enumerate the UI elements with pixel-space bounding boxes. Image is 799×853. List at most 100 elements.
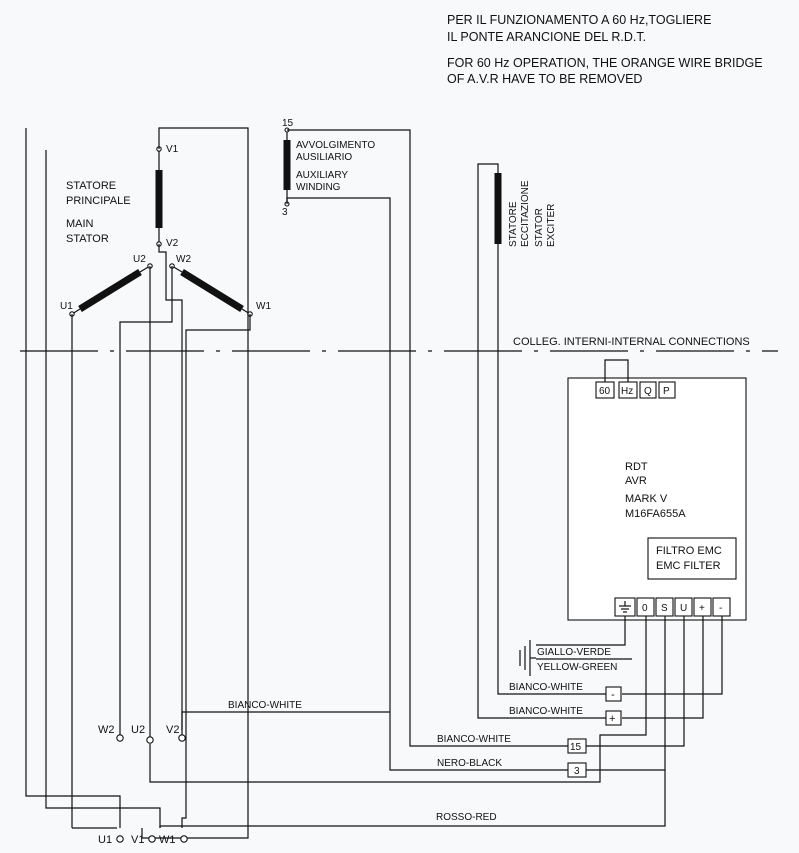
wire-label-rosso: ROSSO-RED bbox=[436, 812, 497, 823]
terminal-p-label: P bbox=[663, 386, 670, 397]
u2-terminal bbox=[146, 736, 154, 744]
aux-15-wire bbox=[287, 129, 568, 747]
tag-15 bbox=[567, 738, 587, 754]
terminal-minus-label: - bbox=[719, 603, 722, 614]
avr-top-terminals: 60 Hz Q P bbox=[595, 381, 676, 399]
v1-output-label: V1 bbox=[131, 834, 144, 846]
v1-output-terminal bbox=[148, 835, 156, 843]
avr-box bbox=[567, 377, 747, 621]
aux-label-it-1: AVVOLGIMENTO bbox=[296, 140, 375, 151]
emc-filter-line1: FILTRO EMC bbox=[656, 545, 722, 557]
avr-unit: 60 Hz Q P RDT AVR MARK V M16FA655A FILTR… bbox=[567, 359, 747, 621]
wire-label-bianco-minus: BIANCO-WHITE bbox=[509, 682, 583, 693]
zero-to-u2-wire bbox=[149, 616, 647, 783]
terminal-ground bbox=[614, 597, 636, 617]
outer-loop-left bbox=[25, 128, 121, 828]
internal-connections-label: COLLEG. INTERNI-INTERNAL CONNECTIONS bbox=[513, 336, 750, 348]
w1-label: W1 bbox=[256, 301, 271, 312]
emc-filter-box bbox=[647, 537, 737, 580]
w1-output-terminal bbox=[180, 835, 188, 843]
terminal-p bbox=[658, 381, 676, 399]
v2-terminal-label: V2 bbox=[166, 724, 179, 736]
auxiliary-winding: 15 3 AVVOLGIMENTO AUSILIARIO AUXILIARY W… bbox=[282, 118, 568, 771]
exciter-minus-wire bbox=[497, 244, 606, 695]
w2-mid-wire bbox=[119, 266, 173, 730]
tag-plus bbox=[605, 710, 622, 726]
v2-terminal bbox=[178, 734, 186, 742]
main-stator-label-en-1: MAIN bbox=[66, 218, 94, 230]
terminal-q bbox=[639, 381, 657, 399]
avr-line1: RDT bbox=[625, 461, 648, 473]
frequency-note: PER IL FUNZIONAMENTO A 60 Hz,TOGLIERE IL… bbox=[447, 13, 763, 86]
terminal-plus-label: + bbox=[699, 603, 705, 614]
u2-label: U2 bbox=[133, 254, 146, 265]
avr-output-wiring: GIALLO-VERDE YELLOW-GREEN - + 15 3 BIANC… bbox=[149, 616, 723, 828]
main-stator-label-it-1: STATORE bbox=[66, 180, 116, 192]
v2-mid-wire bbox=[158, 244, 183, 730]
main-stator: STATORE PRINCIPALE MAIN STATOR V1 V2 U1 … bbox=[60, 144, 271, 317]
u1-output-label: U1 bbox=[98, 834, 112, 846]
terminal-60 bbox=[595, 381, 615, 399]
mid-terminal-block: W2 U2 V2 bbox=[98, 724, 186, 744]
hz-jumper-bridge bbox=[604, 359, 629, 382]
bianco-main-wire bbox=[181, 711, 390, 730]
terminal-0-label: 0 bbox=[642, 603, 648, 614]
tag-3 bbox=[567, 762, 587, 778]
w1-output-label: W1 bbox=[159, 834, 176, 846]
minus-to-exciter-wire bbox=[622, 616, 723, 695]
tag-minus-label: - bbox=[611, 689, 615, 701]
avr-line4: M16FA655A bbox=[625, 508, 686, 520]
aux-bottom-number: 3 bbox=[282, 207, 288, 218]
wire-label-bianco-plus: BIANCO-WHITE bbox=[509, 706, 583, 717]
earth-icon bbox=[519, 640, 536, 676]
terminal-q-label: Q bbox=[644, 386, 652, 397]
tag-minus bbox=[605, 686, 622, 702]
ground-label-en: YELLOW-GREEN bbox=[537, 662, 617, 673]
aux-3-wire bbox=[286, 197, 568, 771]
avr-bottom-terminals: 0 S U + - bbox=[614, 597, 731, 617]
main-stator-wiring bbox=[25, 127, 251, 839]
tag-plus-label: + bbox=[609, 713, 615, 725]
terminal-s-label: S bbox=[661, 603, 668, 614]
u1-label: U1 bbox=[60, 301, 73, 312]
exciter-line1: STATORE bbox=[508, 201, 519, 247]
note-en-line2: OF A.V.R HAVE TO BE REMOVED bbox=[447, 72, 642, 86]
note-en-line1: FOR 60 Hz OPERATION, THE ORANGE WIRE BRI… bbox=[447, 56, 763, 70]
w2-terminal bbox=[116, 734, 124, 742]
wire-label-nero: NERO-BLACK bbox=[437, 758, 502, 769]
main-stator-label-it-2: PRINCIPALE bbox=[66, 195, 131, 207]
exciter-line3: STATOR bbox=[534, 208, 545, 247]
terminal-hz-label: Hz bbox=[621, 386, 633, 397]
exciter-plus-wire bbox=[477, 163, 606, 719]
exciter-label: STATORE ECCITAZIONE STATOR EXCITER bbox=[508, 180, 557, 247]
v1-label: V1 bbox=[166, 144, 179, 155]
w1-output-wire bbox=[181, 314, 251, 828]
ground-symbol-icon bbox=[619, 601, 631, 613]
u1-output-terminal bbox=[116, 835, 124, 843]
u-winding-coil bbox=[78, 269, 142, 312]
terminal-hz bbox=[618, 381, 638, 399]
rosso-red-wire bbox=[159, 770, 666, 828]
exciter-stator: STATORE ECCITAZIONE STATOR EXCITER bbox=[477, 163, 606, 719]
emc-filter-line2: EMC FILTER bbox=[656, 560, 721, 572]
terminal-60-label: 60 bbox=[599, 386, 611, 397]
aux-top-number: 15 bbox=[282, 118, 294, 129]
ground-label-it: GIALLO-VERDE bbox=[537, 647, 611, 658]
tag-3-label: 3 bbox=[574, 766, 580, 777]
u2-terminal-label: U2 bbox=[131, 724, 145, 736]
v1-outer-wire bbox=[141, 127, 249, 839]
w-winding-coil bbox=[180, 269, 244, 312]
wire-label-bianco-15: BIANCO-WHITE bbox=[437, 734, 511, 745]
exciter-line4: EXCITER bbox=[546, 204, 557, 247]
u-to-aux15-wire bbox=[586, 616, 685, 747]
exciter-line2: ECCITAZIONE bbox=[520, 180, 531, 247]
main-stator-label-en-2: STATOR bbox=[66, 233, 109, 245]
terminal-u-label: U bbox=[680, 603, 687, 614]
ground-wire bbox=[536, 616, 626, 646]
aux-label-en-1: AUXILIARY bbox=[296, 170, 348, 181]
plus-to-exciter-wire bbox=[622, 616, 704, 719]
aux-label-en-2: WINDING bbox=[296, 182, 341, 193]
avr-line3: MARK V bbox=[625, 493, 668, 505]
avr-line2: AVR bbox=[625, 475, 647, 487]
